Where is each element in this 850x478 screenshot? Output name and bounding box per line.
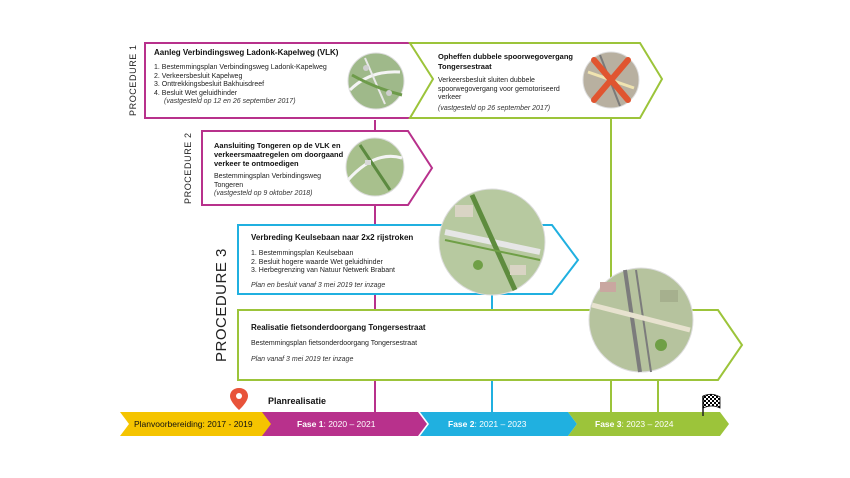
box-spoor-note: (vastgesteld op 26 september 2017) bbox=[438, 104, 551, 112]
location-pin-icon bbox=[230, 388, 248, 410]
phase-label-fase1: Fase 1: 2020 – 2021 bbox=[297, 418, 375, 430]
phase-label-fase2-name: Fase 2 bbox=[448, 419, 475, 429]
phase-label-fase2-years: : 2021 – 2023 bbox=[474, 419, 527, 429]
box-keulse-item-2: 2. Besluit hogere waarde Wet geluidhinde… bbox=[251, 258, 383, 266]
map-thumbnail-vlk bbox=[347, 52, 405, 110]
phase-label-fase2: Fase 2: 2021 – 2023 bbox=[448, 418, 526, 430]
box-spoor-title: Opheffen dubbele spoorwegovergang Tonger… bbox=[438, 52, 574, 71]
map-thumbnail-tongeren bbox=[345, 137, 405, 197]
box-fiets-body: Bestemmingsplan fietsonderdoorgang Tonge… bbox=[251, 340, 418, 347]
map-thumbnail-keulse bbox=[438, 188, 546, 296]
box-keulse-note: Plan en besluit vanaf 3 mei 2019 ter inz… bbox=[251, 281, 386, 289]
box-spoor-body: Verkeersbesluit sluiten dubbele spoorweg… bbox=[438, 77, 560, 101]
box-keulse-title: Verbreding Keulsebaan naar 2x2 rijstroke… bbox=[251, 233, 414, 242]
phase-label-fase1-name: Fase 1 bbox=[297, 419, 324, 429]
box-vlk: Aanleg Verbindingsweg Ladonk-Kapelweg (V… bbox=[154, 48, 354, 107]
map-thumbnail-spoor bbox=[582, 51, 640, 109]
box-tongeren: Aansluiting Tongeren op de VLK en verkee… bbox=[214, 141, 362, 199]
checkered-flag-icon bbox=[702, 393, 721, 416]
box-keulse-item-1: 1. Bestemmingsplan Keulsebaan bbox=[251, 250, 354, 257]
phase-bar-fase1 bbox=[262, 412, 427, 436]
box-vlk-item-3: 3. Onttrekkingsbesluit Bakhuisdreef bbox=[154, 81, 265, 88]
phase-bar-fase3 bbox=[568, 412, 729, 436]
procedure-1-label: PROCEDURE 1 bbox=[128, 44, 138, 116]
box-vlk-note: (vastgesteld op 12 en 26 september 2017) bbox=[164, 98, 296, 105]
box-fiets: Realisatie fietsonderdoorgang Tongersest… bbox=[251, 323, 471, 364]
box-tongeren-title: Aansluiting Tongeren op de VLK en verkee… bbox=[214, 141, 344, 168]
box-fiets-title: Realisatie fietsonderdoorgang Tongersest… bbox=[251, 323, 426, 332]
phase-label-planvoorbereiding: Planvoorbereiding: 2017 - 2019 bbox=[134, 419, 253, 429]
box-vlk-item-4: 4. Besluit Wet geluidhinder bbox=[154, 89, 238, 97]
procedure-3-label: PROCEDURE 3 bbox=[213, 248, 230, 362]
planrealisatie-label: Planrealisatie bbox=[268, 396, 327, 406]
phase-label-fase3: Fase 3: 2023 – 2024 bbox=[595, 418, 673, 430]
phase-label-fase1-years: : 2020 – 2021 bbox=[323, 419, 376, 429]
box-keulse-item-3: 3. Herbegrenzing van Natuur Netwerk Brab… bbox=[251, 267, 395, 274]
box-fiets-note: Plan vanaf 3 mei 2019 ter inzage bbox=[251, 355, 354, 363]
phase-bar-planvoorbereiding bbox=[120, 412, 272, 436]
box-keulse: Verbreding Keulsebaan naar 2x2 rijstroke… bbox=[251, 233, 451, 290]
map-thumbnail-fiets bbox=[588, 267, 694, 373]
box-spoor: Opheffen dubbele spoorwegovergang Tonger… bbox=[438, 52, 578, 113]
procedure-2-label: PROCEDURE 2 bbox=[183, 132, 193, 204]
box-vlk-title: Aanleg Verbindingsweg Ladonk-Kapelweg (V… bbox=[154, 48, 339, 57]
box-vlk-item-2: 2. Verkeersbesluit Kapelweg bbox=[154, 72, 243, 80]
box-tongeren-body: Bestemmingsplan Verbindingsweg Tongeren bbox=[214, 173, 322, 189]
phase-label-fase3-name: Fase 3 bbox=[595, 419, 622, 429]
phase-label-fase3-years: : 2023 – 2024 bbox=[621, 419, 674, 429]
phase-bar-fase2 bbox=[420, 412, 577, 436]
box-tongeren-note: (vastgesteld op 9 oktober 2018) bbox=[214, 190, 313, 197]
box-vlk-item-1: 1. Bestemmingsplan Verbindingsweg Ladonk… bbox=[154, 64, 327, 71]
